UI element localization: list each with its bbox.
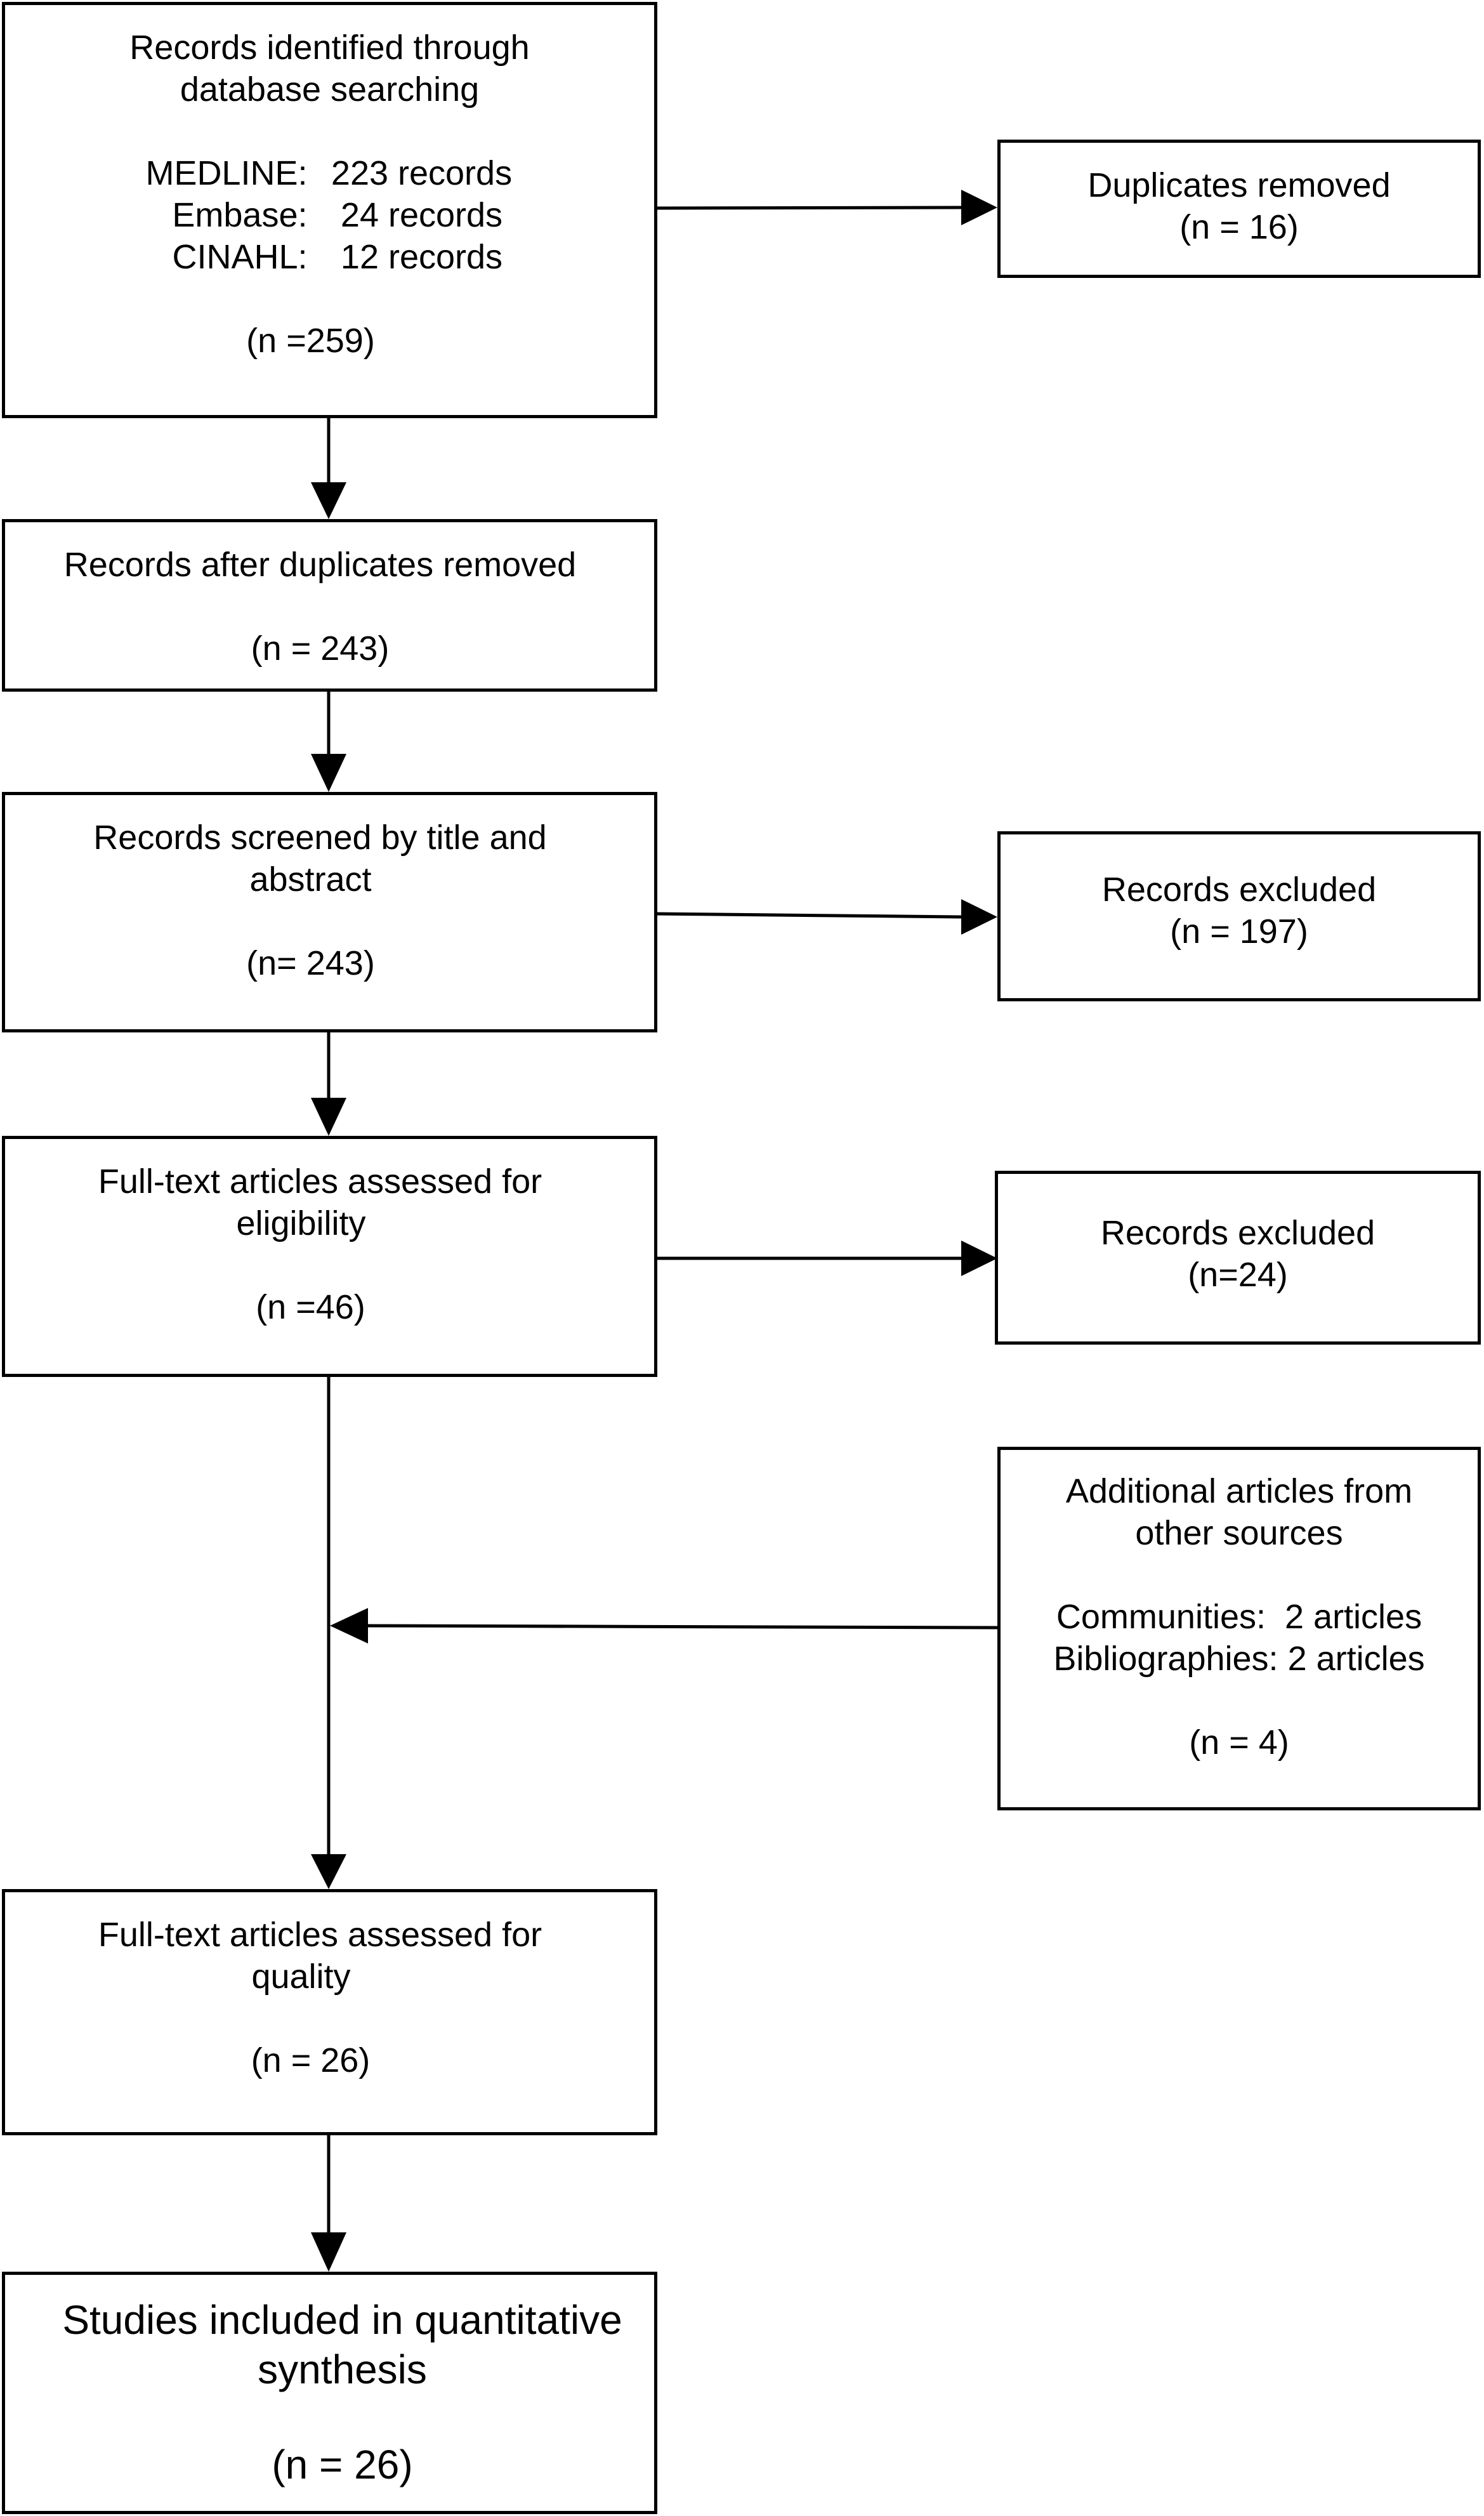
box-quality: Full-text articles assessed for quality … (2, 1889, 657, 2135)
arrow-additional-to-main-flow (367, 1624, 998, 1630)
screened-title-line1: Records screened by title and (93, 819, 547, 857)
arrowhead-quality (311, 1854, 346, 1889)
arrow-identified-to-duplicates (655, 206, 962, 210)
quality-title-line2: quality (251, 1958, 351, 1996)
identified-count: (n =259) (246, 322, 375, 360)
after-duplicates-title: Records after duplicates removed (63, 546, 577, 584)
box-records-excluded-eligibility: Records excluded (n=24) (995, 1171, 1481, 1345)
arrowhead-eligibility (311, 1098, 346, 1136)
box-records-after-duplicates: Records after duplicates removed (n = 24… (2, 519, 657, 692)
box-studies-included: Studies included in quantitative synthes… (2, 2272, 657, 2514)
quality-count: (n = 26) (251, 2041, 371, 2079)
quality-title-line1: Full-text articles assessed for (98, 1916, 542, 1954)
source-row-medline: MEDLINE: 223 records (5, 152, 654, 194)
additional-bibliographies: Bibliographies: 2 articles (1053, 1640, 1425, 1678)
excluded-screening-title: Records excluded (1101, 871, 1377, 909)
source-row-cinahl: CINAHL: 12 records (5, 236, 654, 278)
source-name: Embase: (172, 196, 308, 234)
screened-title-line2: abstract (249, 860, 372, 899)
box-records-screened: Records screened by title and abstract (… (2, 792, 657, 1032)
excluded-eligibility-title: Records excluded (1100, 1214, 1376, 1252)
identified-title-line1: Records identified through (129, 29, 530, 67)
arrowhead-excluded-screening (961, 899, 997, 935)
source-name: MEDLINE: (145, 154, 308, 192)
included-title-line2: synthesis (258, 2347, 427, 2392)
included-count: (n = 26) (272, 2442, 413, 2487)
arrowhead-screened (311, 754, 346, 792)
additional-count: (n = 4) (1189, 1723, 1289, 1762)
excluded-screening-count: (n = 197) (1170, 912, 1308, 951)
identified-title-line2: database searching (180, 70, 480, 109)
eligibility-count: (n =46) (256, 1288, 365, 1326)
additional-communities: Communities: 2 articles (1056, 1598, 1422, 1636)
source-count: 24 records (340, 196, 503, 234)
box-eligibility: Full-text articles assessed for eligibil… (2, 1136, 657, 1377)
arrowhead-additional (330, 1608, 368, 1643)
box-records-excluded-screening: Records excluded (n = 197) (997, 831, 1481, 1001)
duplicates-count: (n = 16) (1179, 208, 1299, 246)
source-row-embase: Embase: 24 records (5, 194, 654, 236)
arrow-screened-to-excluded (655, 912, 962, 919)
eligibility-title-line2: eligibility (236, 1204, 366, 1242)
source-count: 12 records (340, 238, 503, 276)
after-duplicates-count: (n = 243) (251, 629, 390, 668)
arrowhead-after-duplicates (311, 482, 346, 519)
source-count: 223 records (331, 154, 513, 192)
source-name: CINAHL: (172, 238, 308, 276)
box-records-identified: Records identified through database sear… (2, 2, 657, 418)
arrowhead-included (311, 2232, 346, 2272)
duplicates-title: Duplicates removed (1087, 166, 1391, 204)
additional-title-line1: Additional articles from (1065, 1472, 1413, 1510)
included-title-line1: Studies included in quantitative (62, 2297, 622, 2343)
additional-title-line2: other sources (1135, 1514, 1343, 1552)
box-duplicates-removed: Duplicates removed (n = 16) (997, 140, 1481, 278)
arrowhead-excluded-eligibility (961, 1241, 997, 1276)
arrowhead-duplicates (961, 190, 997, 225)
screened-count: (n= 243) (246, 944, 375, 982)
eligibility-title-line1: Full-text articles assessed for (98, 1162, 542, 1201)
excluded-eligibility-count: (n=24) (1188, 1256, 1288, 1294)
box-additional-articles: Additional articles from other sources C… (997, 1447, 1481, 1810)
